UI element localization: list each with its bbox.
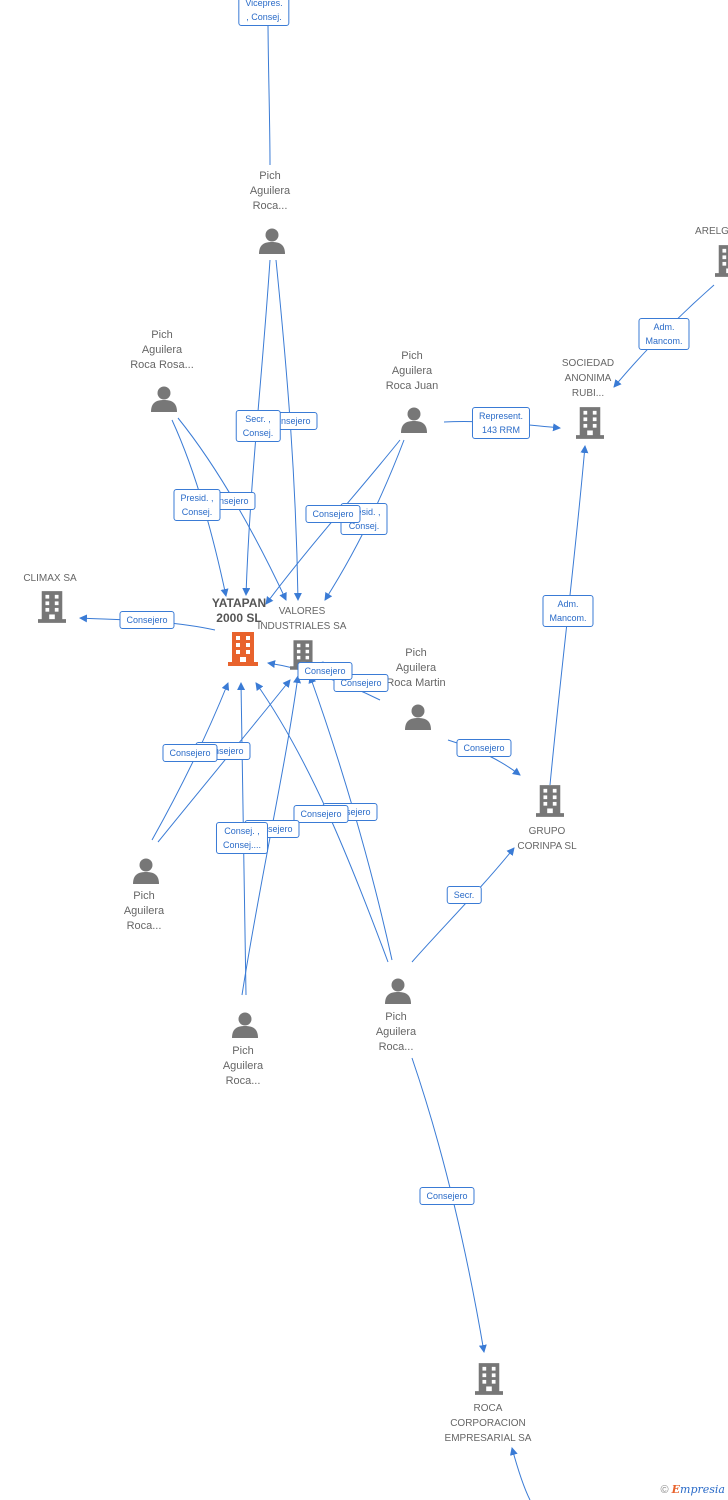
edge-label-consejero-grupo: Consejero bbox=[456, 739, 512, 757]
node-label-pich-martin[interactable]: Pich Aguilera Roca Martin bbox=[386, 647, 446, 689]
node-label-valores[interactable]: VALORES INDUSTRIALES SA bbox=[257, 606, 347, 632]
edge-label-represent: Represent. 143 RRM bbox=[471, 407, 531, 439]
building-icon bbox=[536, 785, 564, 817]
node-label-roca-corporacion[interactable]: ROCA CORPORACION EMPRESARIAL SA bbox=[444, 1403, 532, 1444]
edge-pich-top-valores bbox=[275, 259, 302, 601]
person-icon bbox=[385, 978, 411, 1004]
person-icon bbox=[401, 407, 427, 433]
node-label-climax[interactable]: CLIMAX SA bbox=[23, 573, 77, 584]
edge-label-consejero-climax: Consejero bbox=[119, 611, 175, 629]
node-label-sociedad-anonima[interactable]: SOCIEDAD ANONIMA RUBI... bbox=[561, 358, 615, 399]
node-label-grupo-corinpa[interactable]: GRUPO CORINPA SL bbox=[517, 826, 577, 852]
edge-label-vicepres: Vicepres. , Consej. bbox=[238, 0, 290, 26]
node-label-pich-center[interactable]: Pich Aguilera Roca... bbox=[375, 1011, 417, 1053]
edge-label-consej-consej: Consej. , Consej.... bbox=[215, 822, 269, 854]
edge-label-presid-consej: Presid. , Consej. bbox=[173, 489, 221, 521]
brand-logo[interactable]: Empresia bbox=[671, 1483, 725, 1496]
edge-bottom-roca bbox=[509, 1447, 531, 1500]
copyright-icon: © bbox=[660, 1484, 669, 1496]
edge-center-roca bbox=[411, 1057, 487, 1353]
person-icon bbox=[151, 386, 177, 412]
edge-vicepres bbox=[267, 19, 271, 166]
node-label-yatapan[interactable]: YATAPAN 2000 SL bbox=[211, 596, 267, 625]
node-label-pich-top[interactable]: Pich Aguilera Roca... bbox=[249, 170, 291, 212]
person-icon bbox=[133, 858, 159, 884]
edge-label-consejero-roca: Consejero bbox=[419, 1187, 475, 1205]
edge-center-grupo bbox=[411, 847, 515, 963]
node-label-pich-left[interactable]: Pich Aguilera Roca... bbox=[123, 890, 165, 932]
edge-label-secr: Secr. bbox=[446, 886, 482, 904]
node-label-pich-bottom-left[interactable]: Pich Aguilera Roca... bbox=[222, 1045, 264, 1087]
building-icon bbox=[715, 245, 728, 277]
person-icon bbox=[259, 228, 285, 254]
building-icon bbox=[576, 407, 604, 439]
edge-label-secr-consej: Secr. , Consej. bbox=[235, 410, 281, 442]
edge-label-consejero: Consejero bbox=[293, 805, 349, 823]
edge-label-consejero: Consejero bbox=[305, 505, 361, 523]
node-label-arelg[interactable]: ARELG bbox=[695, 226, 728, 237]
edge-left-valores bbox=[157, 679, 291, 843]
person-icon bbox=[232, 1012, 258, 1038]
person-icon bbox=[405, 704, 431, 730]
edge-label-adm-mancom: Adm. Mancom. bbox=[542, 595, 594, 627]
building-icon bbox=[38, 591, 66, 623]
edge-left-yatapan bbox=[151, 682, 230, 841]
edge-label-consejero: Consejero bbox=[297, 662, 353, 680]
node-label-pich-rosa[interactable]: Pich Aguilera Roca Rosa... bbox=[130, 329, 194, 371]
edge-label-adm-mancom: Adm. Mancom. bbox=[638, 318, 690, 350]
building-icon bbox=[228, 632, 258, 666]
node-label-pich-juan[interactable]: Pich Aguilera Roca Juan bbox=[385, 350, 439, 392]
building-icon bbox=[475, 1363, 503, 1395]
footer-watermark: © Empresia bbox=[660, 1483, 725, 1496]
edge-label-consejero: Consejero bbox=[162, 744, 218, 762]
